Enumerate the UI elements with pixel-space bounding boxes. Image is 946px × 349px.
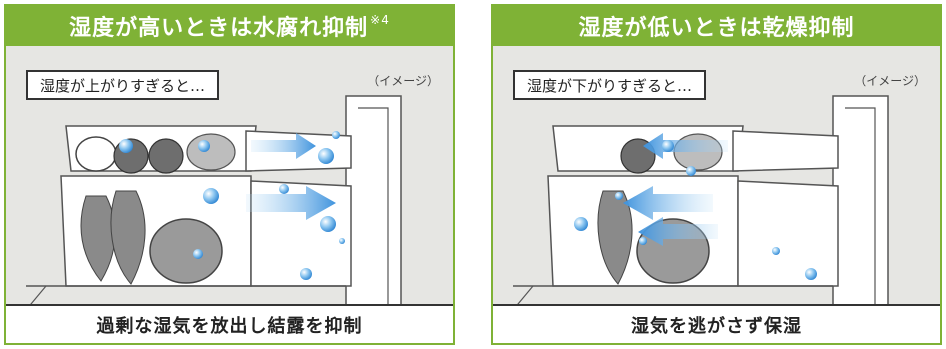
moisture-release-arrow	[246, 186, 336, 220]
panel-title-bar: 湿度が低いときは乾燥抑制	[493, 6, 940, 46]
fridge-illustration-high	[6, 46, 453, 310]
vegetable-icon	[148, 138, 184, 174]
fridge-illustration-svg	[6, 46, 453, 310]
pumpkin-icon	[75, 136, 117, 172]
fridge-illustration-svg	[493, 46, 940, 310]
panel-title: 湿度が低いときは乾燥抑制	[578, 16, 855, 41]
moisture-retain-arrow	[623, 186, 713, 220]
condition-label-text: 湿度が下がりすぎると…	[527, 76, 693, 95]
image-note: （イメージ）	[367, 74, 439, 88]
cabbage-icon	[149, 218, 223, 284]
footnote-marker: ※4	[370, 13, 390, 27]
condition-label: 湿度が上がりすぎると…	[26, 70, 220, 100]
mushroom-icon	[186, 133, 236, 171]
moisture-retain-arrow	[643, 133, 728, 159]
panel-low-humidity: 湿度が低いときは乾燥抑制	[491, 4, 942, 345]
moisture-retain-arrow	[638, 217, 718, 246]
condition-label-text: 湿度が上がりすぎると…	[40, 76, 206, 95]
panel-caption: 過剰な湿気を放出し結露を抑制	[6, 304, 453, 343]
panel-caption: 湿気を逃がさず保湿	[493, 304, 940, 343]
panel-title: 湿度が高いときは水腐れ抑制	[69, 16, 369, 41]
fridge-illustration-low	[493, 46, 940, 310]
moisture-release-arrow	[251, 133, 316, 159]
condition-label: 湿度が下がりすぎると…	[513, 70, 707, 100]
panel-title-bar: 湿度が高いときは水腐れ抑制 ※4	[6, 6, 453, 46]
panel-high-humidity: 湿度が高いときは水腐れ抑制 ※4	[4, 4, 455, 345]
image-note: （イメージ）	[854, 74, 926, 88]
